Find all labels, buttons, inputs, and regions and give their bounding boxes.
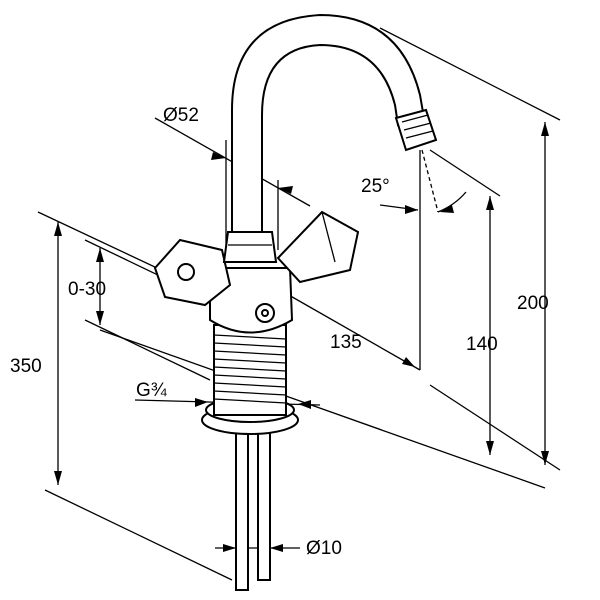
diverter-knob-center (261, 309, 269, 317)
arrow-140-bottom (486, 441, 494, 455)
label-height-350: 350 (10, 356, 42, 377)
label-reach-135: 135 (330, 332, 362, 353)
arrow-g34-left (195, 398, 208, 407)
aerator-ribs (401, 114, 434, 139)
ext-line-200-bottom (429, 384, 561, 471)
arrow-g34-right (298, 400, 311, 409)
ext-line-030-bottom (84, 319, 211, 381)
swan-neck-spout (231, 13, 426, 233)
arrow-200-bottom (541, 451, 549, 465)
handle-right-edge (321, 211, 336, 263)
base-plane-line (99, 329, 546, 489)
arrow-350-bottom (54, 471, 62, 485)
label-dia10: Ø10 (306, 538, 342, 559)
angle-arc-25 (437, 191, 467, 213)
label-dia52: Ø52 (163, 105, 199, 126)
arrow-350-top (54, 222, 62, 236)
ext-line-140-top (429, 149, 501, 197)
arrow-dia10-right (270, 544, 283, 552)
arrow-dia52-right (278, 186, 293, 194)
dimension-lines (37, 27, 561, 581)
handle-left-cap (177, 263, 195, 281)
aerator (394, 108, 438, 152)
handle-right (276, 210, 360, 284)
arrow-25-left (405, 205, 418, 214)
faucet-body (153, 13, 438, 591)
arrow-25-right (440, 205, 454, 213)
label-swivel-030: 0-30 (68, 279, 106, 300)
arrow-140-top (486, 196, 494, 210)
arrow-030-bottom (96, 311, 104, 325)
supply-pipe-right (257, 429, 271, 581)
ext-line-200-top (379, 27, 561, 121)
arrow-dia10-left (223, 544, 236, 552)
dimension-labels: Ø52 25° 0-30 135 140 200 350 G¾ Ø10 (10, 105, 549, 559)
arrow-200-top (541, 122, 549, 136)
dim-line-135 (279, 289, 421, 371)
arrow-dia52-left (211, 152, 226, 160)
angle-centerline (421, 149, 439, 213)
spout-collar (222, 231, 278, 263)
ext-line-350-bottom (44, 489, 233, 581)
supply-pipe-left (235, 429, 249, 591)
label-height-200: 200 (517, 293, 549, 314)
arrow-030-top (96, 248, 104, 262)
label-thread-g34: G¾ (136, 380, 168, 401)
label-height-140: 140 (466, 334, 498, 355)
arrow-135 (402, 357, 415, 367)
thread-lines (213, 334, 287, 404)
label-angle-25: 25° (361, 176, 390, 197)
